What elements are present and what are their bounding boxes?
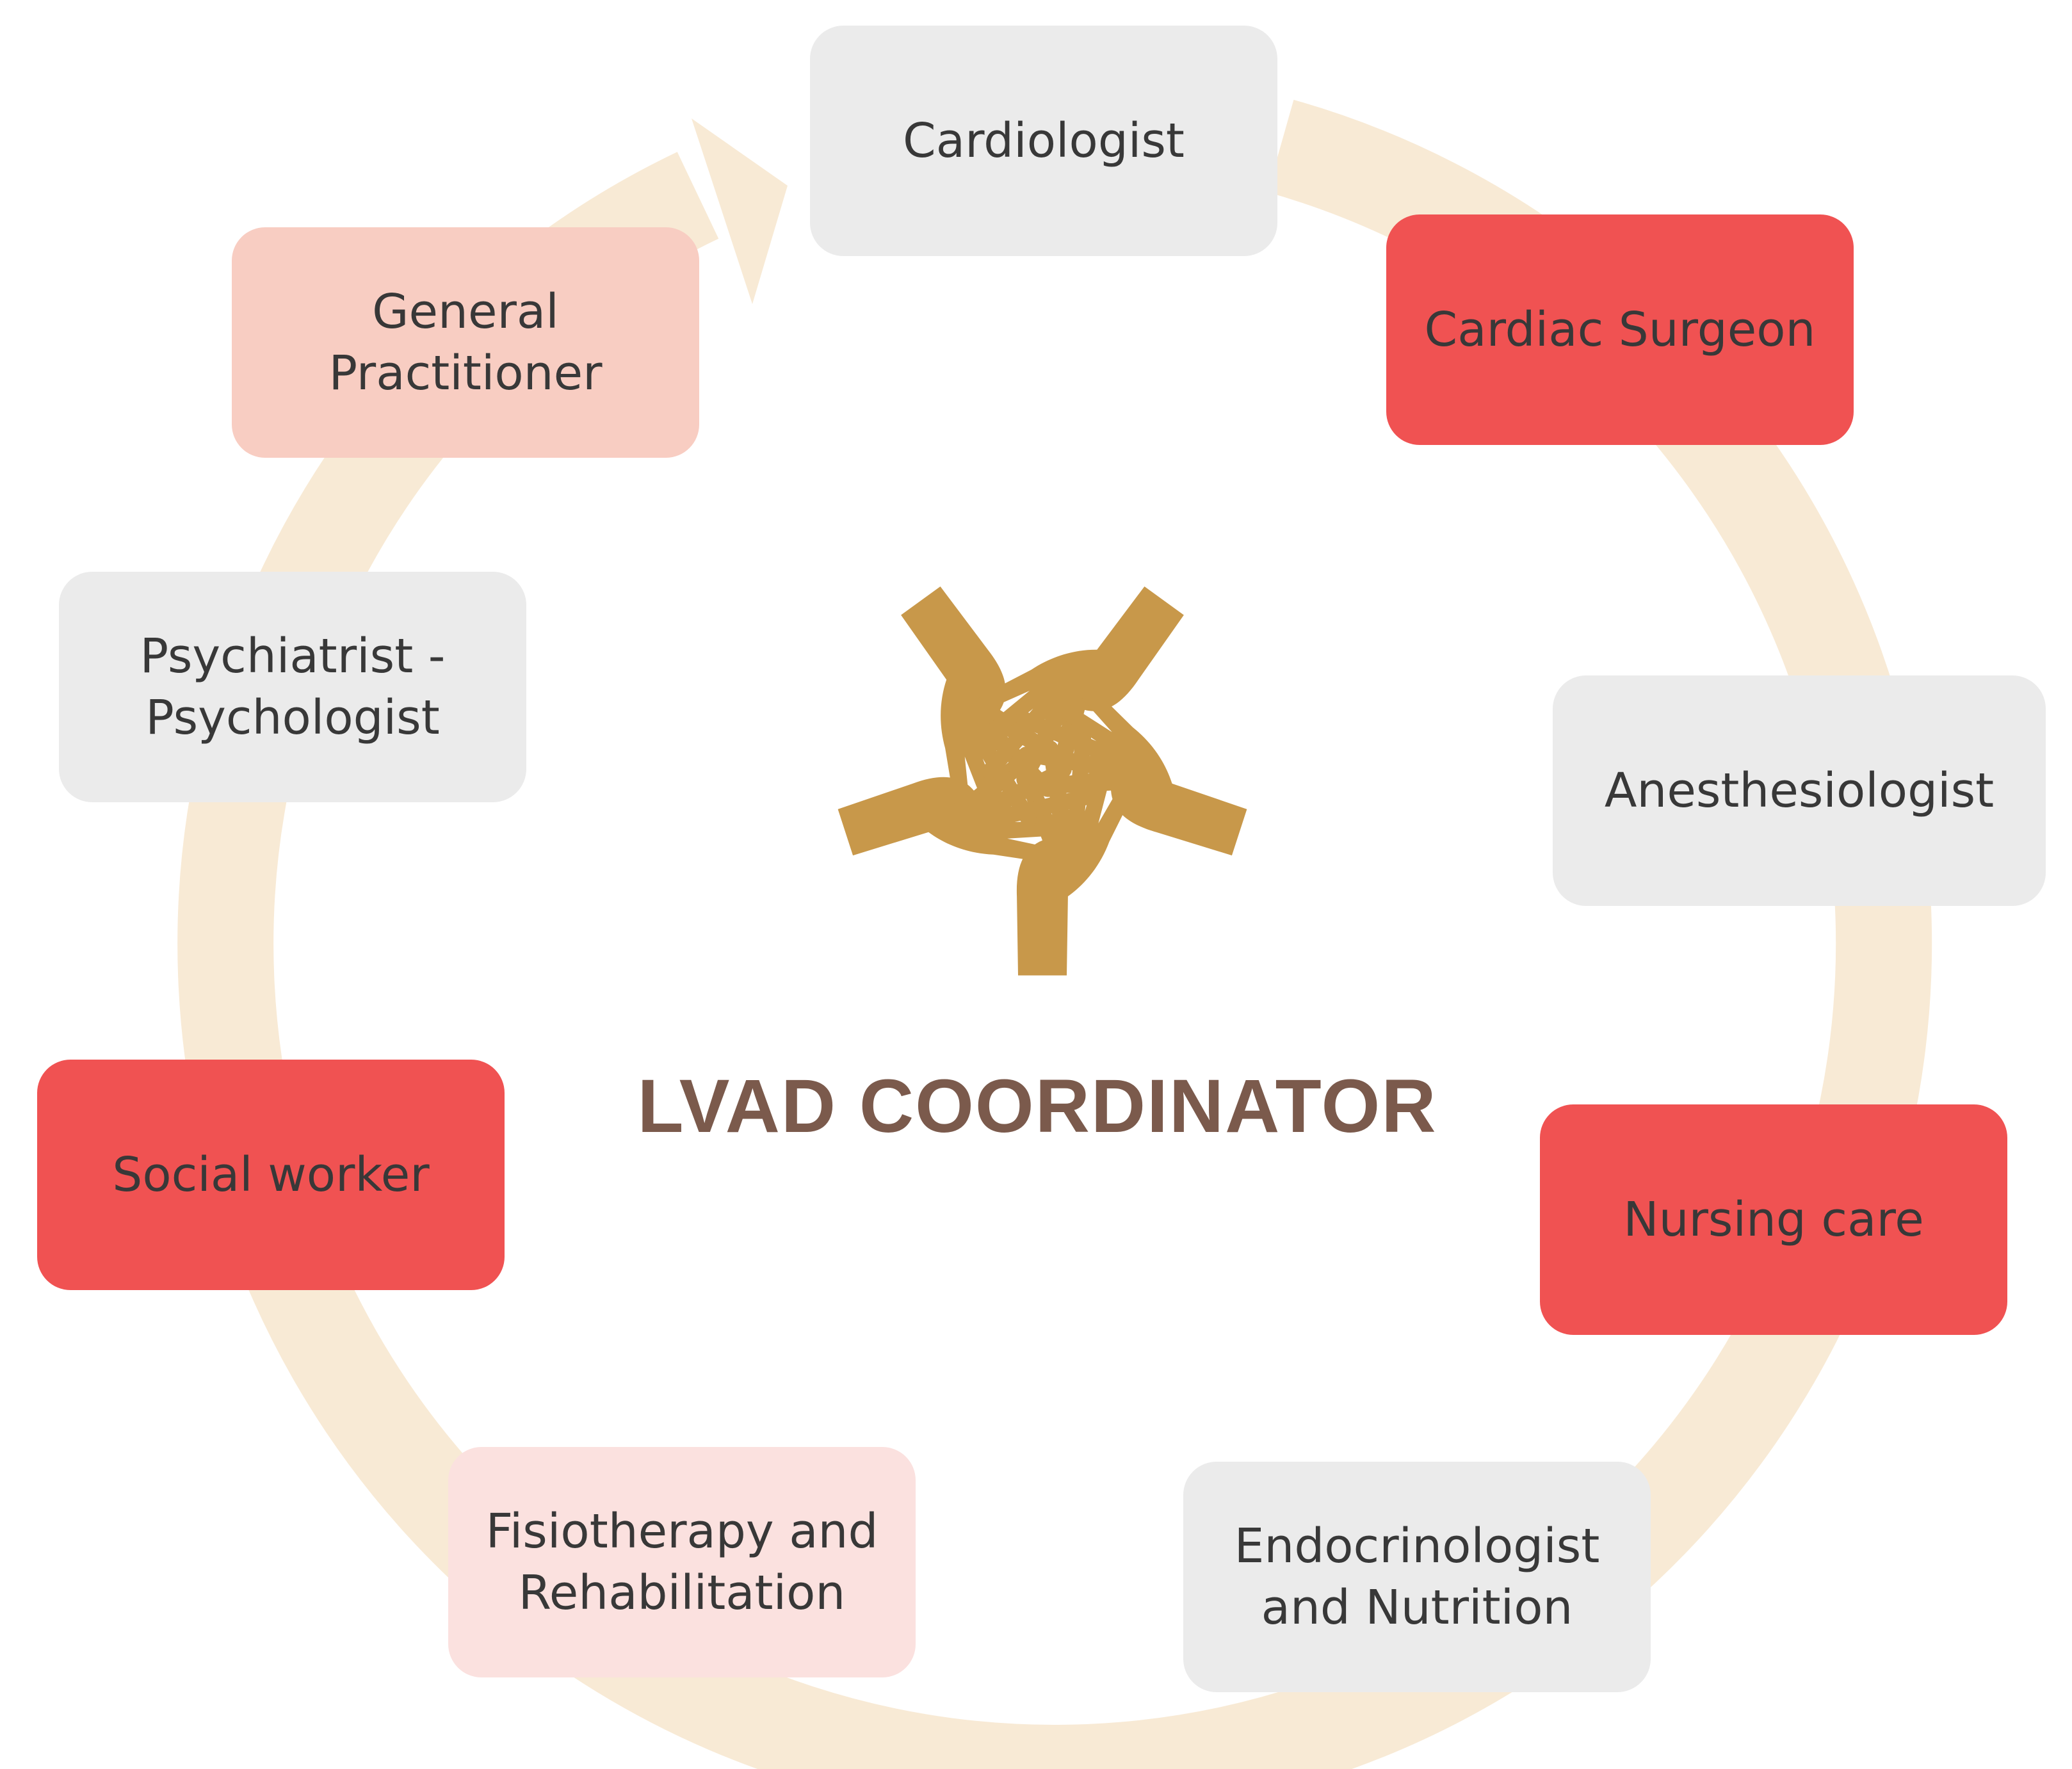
- node-general-practitioner: General Practitioner: [232, 227, 699, 458]
- node-nursing-care: Nursing care: [1540, 1104, 2007, 1335]
- node-psychiatrist-label: Psychiatrist - Psychologist: [140, 629, 446, 745]
- joined-hands-icon: [838, 586, 1247, 976]
- node-cardiologist-label: Cardiologist: [903, 113, 1185, 168]
- node-fisiotherapy-label: Fisiotherapy and Rehabilitation: [485, 1504, 878, 1620]
- node-fisiotherapy: Fisiotherapy and Rehabilitation: [448, 1447, 916, 1677]
- hand-3: [901, 586, 1055, 828]
- node-social-worker: Social worker: [37, 1060, 505, 1290]
- node-nursing-care-label: Nursing care: [1623, 1192, 1924, 1247]
- hand-5: [1015, 685, 1247, 856]
- node-cardiac-surgeon: Cardiac Surgeon: [1386, 214, 1854, 445]
- node-cardiac-surgeon-label: Cardiac Surgeon: [1424, 302, 1816, 357]
- hand-4: [976, 586, 1184, 788]
- node-psychiatrist: Psychiatrist - Psychologist: [59, 572, 526, 802]
- node-endocrinologist: Endocrinologist and Nutrition: [1183, 1462, 1651, 1692]
- node-social-worker-label: Social worker: [112, 1147, 430, 1202]
- node-cardiologist: Cardiologist: [810, 26, 1277, 256]
- cycle-arrow-head: [692, 118, 788, 304]
- node-endocrinologist-label: Endocrinologist and Nutrition: [1234, 1519, 1600, 1635]
- center-title: LVAD COORDINATOR: [637, 1064, 1437, 1149]
- node-general-practitioner-label: General Practitioner: [328, 284, 603, 401]
- node-anesthesiologist-label: Anesthesiologist: [1604, 763, 1995, 818]
- node-anesthesiologist: Anesthesiologist: [1553, 675, 2046, 906]
